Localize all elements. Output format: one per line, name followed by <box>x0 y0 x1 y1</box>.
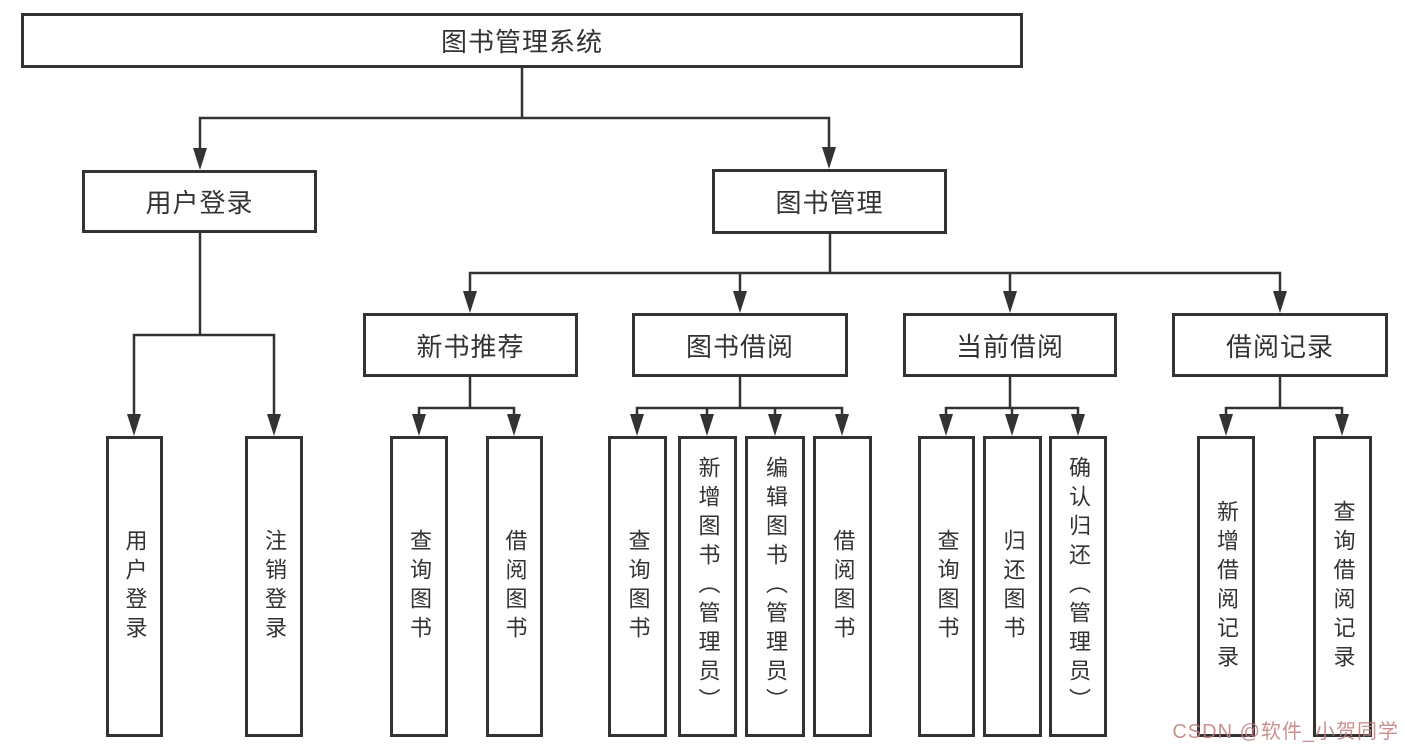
leaf-return-books: 归还图书 <box>983 436 1042 737</box>
connector-current-borrow-children <box>939 377 1085 436</box>
connector-book-borrow-children <box>630 377 849 436</box>
node-label: 新增借阅记录 <box>1214 499 1239 674</box>
node-label: 借阅记录 <box>1225 331 1334 362</box>
node-label: 注销登录 <box>262 528 287 645</box>
leaf-query-books-borrow: 查询图书 <box>608 436 667 737</box>
node-label: 图书管理 <box>775 188 884 218</box>
leaf-borrow-books-recommend: 借阅图书 <box>486 436 543 737</box>
node-label: 查询借阅记录 <box>1330 499 1356 674</box>
leaf-logout: 注销登录 <box>245 436 303 737</box>
node-label: 图书管理系统 <box>440 27 603 57</box>
node-label: 查询图书 <box>625 528 651 645</box>
node-book-borrow: 图书借阅 <box>632 313 848 377</box>
node-label: 新书推荐 <box>416 331 525 362</box>
node-label: 借阅图书 <box>502 528 528 645</box>
node-borrow-records: 借阅记录 <box>1172 313 1388 377</box>
node-label: 查询图书 <box>407 528 432 645</box>
node-label: 确认归还（管理员） <box>1066 456 1091 717</box>
connector-book-management-groups <box>463 234 1287 313</box>
node-label: 图书借阅 <box>685 331 794 362</box>
node-label: 用户登录 <box>145 188 254 218</box>
leaf-add-book-admin: 新增图书（管理员） <box>678 436 737 737</box>
node-user-login: 用户登录 <box>82 170 317 233</box>
leaf-add-borrow-record: 新增借阅记录 <box>1197 436 1255 737</box>
leaf-confirm-return-admin: 确认归还（管理员） <box>1049 436 1107 737</box>
connector-user-login-children <box>127 233 281 436</box>
csdn-watermark: CSDN @软件_小贺同学 <box>1172 721 1399 743</box>
node-label: 查询图书 <box>934 528 960 645</box>
node-label: 编辑图书（管理员） <box>763 456 788 717</box>
connector-borrow-record-children <box>1219 377 1349 436</box>
node-current-borrow: 当前借阅 <box>903 313 1117 377</box>
leaf-edit-book-admin: 编辑图书（管理员） <box>745 436 805 737</box>
leaf-user-login: 用户登录 <box>106 436 163 737</box>
node-label: 借阅图书 <box>830 528 856 645</box>
node-label: 新增图书（管理员） <box>695 456 721 717</box>
leaf-borrow-books: 借阅图书 <box>813 436 872 737</box>
node-label: 当前借阅 <box>955 331 1064 362</box>
node-label: 归还图书 <box>1000 528 1026 645</box>
node-label: 用户登录 <box>122 528 148 645</box>
leaf-query-books-recommend: 查询图书 <box>390 436 448 737</box>
connector-root-to-level2 <box>193 68 836 170</box>
leaf-query-borrow-record: 查询借阅记录 <box>1313 436 1372 737</box>
connector-new-book-children <box>412 377 521 436</box>
node-root: 图书管理系统 <box>21 13 1023 68</box>
node-book-management: 图书管理 <box>712 169 947 234</box>
leaf-query-books-current: 查询图书 <box>918 436 975 737</box>
node-new-book-recommend: 新书推荐 <box>363 313 578 377</box>
